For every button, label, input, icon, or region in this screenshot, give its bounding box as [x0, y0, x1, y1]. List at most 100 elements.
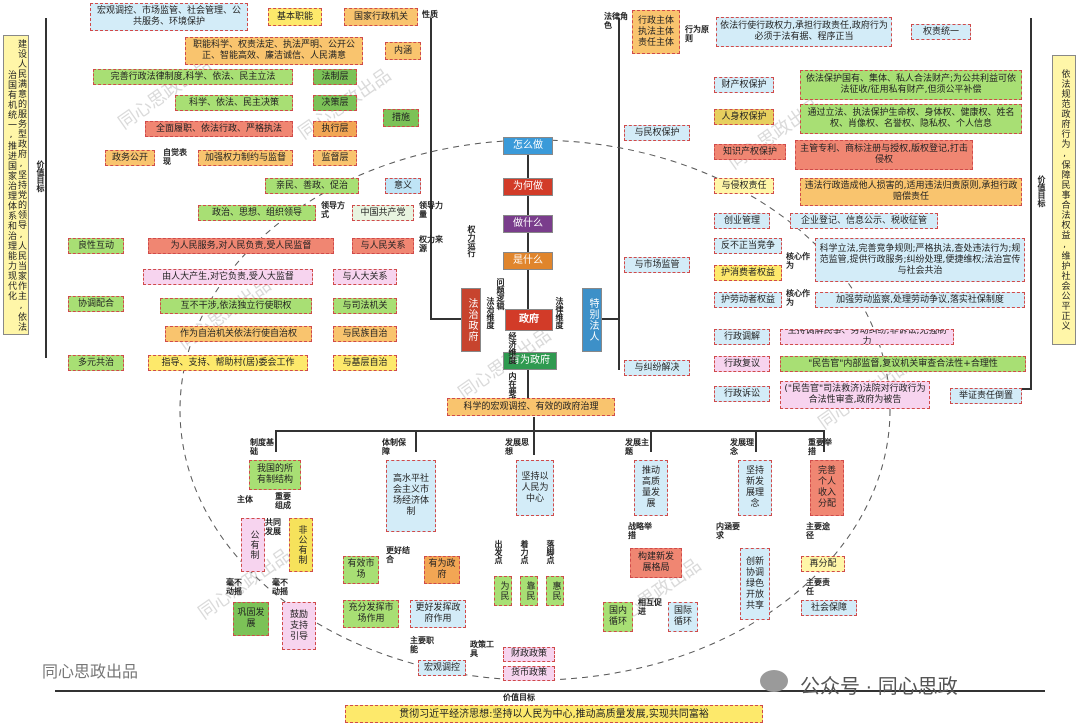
label-haobudongyao-2: 毫不动摇	[272, 578, 288, 596]
jiandu-box: 监督层	[313, 150, 357, 166]
renshen-box: 人身权保护	[714, 109, 774, 125]
kaomin-box: 靠民	[520, 576, 538, 606]
label-xianghu: 相互促进	[638, 598, 662, 616]
neihan-box: 内涵	[385, 42, 421, 60]
fazhan-sixiang-box: 坚持以人民为中心	[516, 460, 554, 516]
sifa-box: 与司法机关	[333, 298, 397, 314]
wechat-icon	[760, 670, 788, 692]
fanbuzheng-box: 反不正当竞争	[714, 238, 782, 254]
label-zhengce: 政策工具	[470, 640, 494, 658]
huimin-box: 惠民	[546, 576, 564, 606]
rule-of-law-box: 法治政府	[461, 288, 481, 352]
label-luojiao: 落脚点	[546, 540, 555, 564]
neihan-text: 职能科学、权责法定、执法严明、公开公正、智能高效、廉洁诚信、人民满意	[185, 37, 363, 65]
label-zhongyao-zucheng: 重要组成	[275, 492, 291, 510]
sifa-text: 互不干涉,依法独立行使职权	[160, 298, 312, 314]
yiyi-text: 亲民、善政、促治	[265, 178, 359, 194]
caizheng-box: 财政政策	[503, 647, 555, 662]
xietiao-box: 协调配合	[68, 296, 124, 312]
label-falv-juese: 法律角色	[604, 12, 628, 30]
shichang-box: 与市场监管	[624, 257, 690, 273]
bottom-value-text: 贯彻习近平经济思想:坚持以人民为中心,推动高质量发展,实现共同富裕	[345, 705, 763, 723]
label-zhongyao: 重要举措	[808, 438, 832, 456]
label-zijue: 自觉表现	[163, 148, 187, 166]
laodong-text: 加强劳动监察,处理劳动争议,落实社保制度	[815, 292, 1025, 308]
label-fazhan-linian: 发展理念	[730, 438, 754, 456]
renmin-box: 与人民关系	[352, 238, 414, 254]
juecheng-text: 科学、依法、民主决策	[175, 95, 293, 111]
guojia-box: 国家行政机关	[344, 8, 418, 26]
fuyi-box: 行政复议	[714, 356, 770, 372]
caichan-box: 财产权保护	[714, 77, 774, 93]
fazhan-linian-box: 坚持新发展理念	[738, 460, 772, 516]
label-bottom-value: 价值目标	[503, 693, 535, 702]
jiben-box: 基本职能	[268, 8, 322, 26]
juzheng-box: 举证责任倒置	[950, 388, 1022, 404]
zhengfu-zuoyong-box: 更好发挥政府作用	[410, 600, 466, 628]
left-value-text: 建设人民满意的服务型政府,坚持党的领导,人民当家作主,依法治国有机统一,推进国家…	[3, 35, 29, 335]
tiaojie-box: 行政调解	[714, 329, 770, 345]
jiceng-box: 与民族自治	[333, 326, 397, 342]
label-neizai: 内在要求	[508, 372, 517, 404]
renda-text: 由人大产生,对它负责,受人大监督	[143, 269, 313, 285]
juecheng-box: 决策层	[313, 95, 357, 111]
promising-gov-box: 有为政府	[503, 352, 557, 370]
which-box: 是什么	[503, 252, 553, 270]
renda-box: 与人大关系	[333, 269, 397, 285]
right-value-goal-label: 价值目标	[1037, 175, 1046, 207]
label-wenti: 问题逻辑	[496, 278, 505, 310]
qinquan-box: 与侵权责任	[714, 178, 774, 194]
zhongguo-box: 中国共产党	[352, 205, 414, 221]
hongguan-box: 宏观调控	[418, 660, 466, 676]
government-box: 政府	[505, 309, 553, 331]
label-haobudongyao: 毫不动摇	[226, 578, 242, 596]
jiandu-text: 加强权力制约与监督	[198, 150, 293, 166]
qinquan-text: 违法行政造成他人损害的,适用违法归责原则,承担行政赔偿责任	[800, 178, 1022, 206]
label-zhanlue: 战略举措	[628, 522, 652, 540]
guonei-box: 国内循环	[603, 602, 633, 632]
zhixing-box: 执行层	[313, 121, 357, 137]
zhengwu-box: 政务公开	[105, 150, 155, 166]
hexin-text: 科学立法,完善竞争规则;严格执法,查处违法行为;规范监管,提供行政服务;纠纷处理…	[815, 238, 1025, 282]
renshen-text: 通过立法、执法保护生命权、身体权、健康权、姓名权、肖像权、名誉权、隐私权、个人信…	[800, 104, 1022, 134]
how-box: 怎么做	[503, 137, 553, 155]
label-jingji-weidu: 经济维度	[508, 332, 517, 364]
why-box: 为何做	[503, 178, 553, 196]
jiufen-box: 与纠纷解决	[624, 360, 690, 376]
label-nature: 性质	[422, 10, 438, 19]
label-lingdao-fs: 领导方式	[321, 201, 345, 219]
label-zhuyao-tujing: 主要途径	[806, 522, 830, 540]
duoyuan-box: 多元共治	[68, 355, 124, 371]
tizhi-box: 高水平社会主义市场经济体制	[386, 460, 436, 532]
shichang-zuoyong-box: 充分发挥市场作用	[343, 600, 399, 628]
xingzheng-box: 行政主体执法主体责任主体	[632, 10, 680, 54]
guoji-box: 国际循环	[668, 602, 698, 632]
label-quanli: 权力运行	[467, 225, 476, 257]
label-zhuti: 主体	[237, 495, 253, 504]
jiben-text: 宏观调控、市场监管、社会管理、公共服务、环境保护	[90, 3, 248, 31]
label-yili: 着力点	[520, 540, 529, 564]
label-fazhan-sixiang: 发展思想	[505, 438, 529, 456]
caichan-text: 依法保护国有、集体、私人合法财产;为公共利益可依法征收/征用私有财产,但须公平补…	[800, 70, 1022, 100]
label-zhuyao-zhineng: 主要职能	[410, 636, 434, 654]
fazhiceng-text: 完善行政法律制度,科学、依法、民主立法	[93, 69, 293, 85]
brand-text: 同心思政出品	[42, 664, 139, 681]
susong-text: ("民告官"司法救济)法院对行政行为合法性审查,政府为被告	[780, 381, 930, 409]
xiaofei-box: 护消费者权益	[714, 265, 782, 281]
label-lingdao: 领导力量	[419, 201, 443, 219]
minbao-box: 与民权保护	[624, 125, 690, 141]
youwei-box: 有为政府	[424, 556, 460, 584]
gonggu-box: 巩固发展	[233, 602, 269, 636]
weimin-box: 为民	[494, 576, 512, 606]
goujian-box: 构建新发展格局	[630, 548, 682, 578]
bottom-top-box: 科学的宏观调控、有效的政府治理	[447, 398, 615, 416]
label-genghao: 更好结合	[386, 546, 410, 564]
susong-box: 行政诉讼	[714, 386, 770, 402]
xingwei-text: 依法行使行政权力,承担行政责任,政府行为必须于法有据、程序正当	[716, 17, 892, 47]
label-zhidu: 制度基础	[250, 438, 274, 456]
laodong-box: 护劳动者权益	[714, 292, 782, 308]
label-falv-weidu: 法律维度	[555, 297, 564, 329]
label-fazhan-zhuti: 发展主题	[625, 438, 649, 456]
quanze-box: 权责统一	[911, 24, 971, 40]
guli-box: 鼓励支持引导	[282, 602, 316, 650]
